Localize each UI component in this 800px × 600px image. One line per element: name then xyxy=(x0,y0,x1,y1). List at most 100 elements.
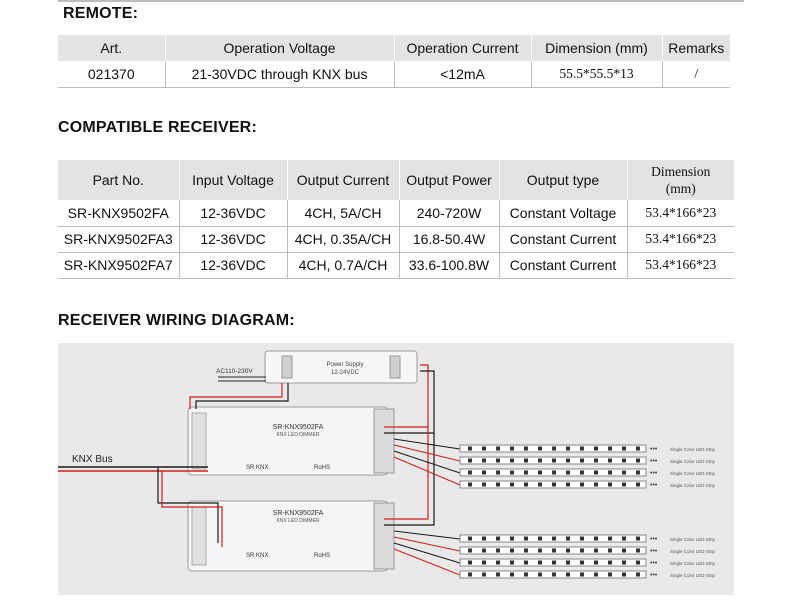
table-row: SR-KNX9502FA 12-36VDC 4CH, 5A/CH 240-720… xyxy=(58,200,734,227)
table-cell: Constant Current xyxy=(498,252,628,279)
strip-continuation-icon: ••• xyxy=(650,560,658,567)
led-chip xyxy=(510,458,514,463)
column-header: Dimension (mm) xyxy=(530,35,663,61)
table-cell: 53.4*166*23 xyxy=(626,200,734,227)
strip-label: Single Color LED Strip xyxy=(670,573,716,578)
led-chip xyxy=(594,482,598,487)
led-chip xyxy=(468,536,472,541)
led-chip xyxy=(524,482,528,487)
column-header: Part No. xyxy=(58,160,180,200)
table-row: 021370 21-30VDC through KNX bus <12mA 55… xyxy=(58,61,730,88)
table-cell: 4CH, 0.7A/CH xyxy=(286,252,400,279)
led-chip xyxy=(636,482,640,487)
dimmer-device-2: SR-KNX9502FA KNX LED DIMMER SR KNX RoHS xyxy=(187,500,395,572)
strip-continuation-icon: ••• xyxy=(650,548,658,555)
led-chip xyxy=(468,548,472,553)
led-strips-group-1: Single Color LED Strip Single Color LED … xyxy=(393,438,716,489)
strip-continuation-icon: ••• xyxy=(650,458,658,465)
led-chip xyxy=(594,572,598,577)
led-chip xyxy=(580,536,584,541)
led-chip xyxy=(510,548,514,553)
led-chip xyxy=(566,536,570,541)
led-chip xyxy=(496,458,500,463)
dimmer-device-1: SR-KNX9502FA KNX LED DIMMER SR KNX RoHS xyxy=(187,406,395,476)
led-chip xyxy=(524,572,528,577)
rohs-mark: RoHS xyxy=(314,465,330,471)
led-chip xyxy=(482,548,486,553)
led-chip xyxy=(468,458,472,463)
table-cell: Constant Current xyxy=(498,226,628,253)
led-chip xyxy=(552,572,556,577)
table-cell: SR-KNX9502FA3 xyxy=(58,226,180,253)
rohs-mark: RoHS xyxy=(314,553,330,559)
strip-label: Single Color LED Strip xyxy=(670,459,716,464)
wiring-heading: RECEIVER WIRING DIAGRAM: xyxy=(58,312,295,329)
led-chip xyxy=(622,536,626,541)
led-chip xyxy=(622,572,626,577)
strip-label: Single Color LED Strip xyxy=(670,471,716,476)
led-chip xyxy=(552,470,556,475)
led-chip xyxy=(608,536,612,541)
led-chip xyxy=(496,470,500,475)
column-header: Art. xyxy=(58,35,166,61)
led-chip xyxy=(608,572,612,577)
strip-label: Single Color LED Strip xyxy=(670,483,716,488)
table-header-row: Part No. Input Voltage Output Current Ou… xyxy=(58,160,734,200)
led-chip xyxy=(524,446,528,451)
led-chip xyxy=(496,536,500,541)
table-row: SR-KNX9502FA7 12-36VDC 4CH, 0.7A/CH 33.6… xyxy=(58,252,734,279)
led-chip xyxy=(468,572,472,577)
strip-label: Single Color LED Strip xyxy=(670,537,716,542)
dimension-header-unit: (mm) xyxy=(665,181,696,196)
led-chip xyxy=(566,470,570,475)
led-chip xyxy=(510,446,514,451)
receiver-heading: COMPATIBLE RECEIVER: xyxy=(58,119,257,136)
strip-continuation-icon: ••• xyxy=(650,536,658,543)
table-cell: 4CH, 5A/CH xyxy=(286,200,400,227)
table-cell: 53.4*166*23 xyxy=(626,252,734,279)
led-chip xyxy=(468,560,472,565)
led-chip xyxy=(566,458,570,463)
led-chip xyxy=(482,536,486,541)
led-chip xyxy=(538,536,542,541)
strip-label: Single Color LED Strip xyxy=(670,549,716,554)
led-chip xyxy=(566,482,570,487)
led-chip xyxy=(496,572,500,577)
strip-continuation-icon: ••• xyxy=(650,446,658,453)
column-header: Remarks xyxy=(661,35,730,61)
strip-label: Single Color LED Strip xyxy=(670,561,716,566)
led-chip xyxy=(524,458,528,463)
led-chip xyxy=(538,470,542,475)
led-chip xyxy=(496,482,500,487)
power-supply-voltage: 12-24VDC xyxy=(331,370,360,376)
table-cell: SR-KNX9502FA7 xyxy=(58,252,180,279)
led-chip xyxy=(538,572,542,577)
led-chip xyxy=(510,470,514,475)
strip-continuation-icon: ••• xyxy=(650,482,658,489)
led-chip xyxy=(510,560,514,565)
led-chip xyxy=(552,548,556,553)
led-chip xyxy=(552,458,556,463)
column-header: Output Current xyxy=(286,160,400,200)
led-chip xyxy=(608,470,612,475)
led-chip xyxy=(482,482,486,487)
led-chip xyxy=(636,536,640,541)
led-chip xyxy=(524,536,528,541)
led-chip xyxy=(594,446,598,451)
wiring-diagram: Power Supply 12-24VDC AC110-230V SR-KNX9… xyxy=(58,343,734,595)
led-chip xyxy=(636,470,640,475)
led-chip xyxy=(538,560,542,565)
strip-label: Single Color LED Strip xyxy=(670,447,716,452)
dimmer-model: SR-KNX9502FA xyxy=(273,510,324,517)
led-chip xyxy=(622,548,626,553)
table-cell: 4CH, 0.35A/CH xyxy=(286,226,400,253)
led-chip xyxy=(566,572,570,577)
led-chip xyxy=(510,572,514,577)
led-chip xyxy=(510,536,514,541)
led-chip xyxy=(524,548,528,553)
table-cell: / xyxy=(661,61,730,88)
led-chip xyxy=(622,446,626,451)
led-chip xyxy=(594,548,598,553)
led-chip xyxy=(608,458,612,463)
table-header-row: Art. Operation Voltage Operation Current… xyxy=(58,35,730,61)
